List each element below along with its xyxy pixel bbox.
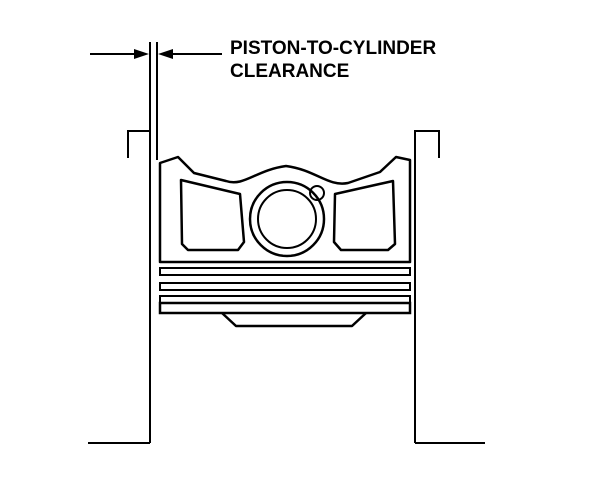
piston-skirt-band xyxy=(158,301,412,315)
cylinder-wall-left xyxy=(88,130,150,444)
piston-ring-second xyxy=(159,282,411,291)
cylinder-wall-right xyxy=(414,130,485,444)
piston xyxy=(158,155,412,328)
piston-rings xyxy=(158,267,412,315)
piston-bottom-boss xyxy=(221,312,367,328)
clearance-extension-lines xyxy=(149,42,158,443)
left-dimension-arrow xyxy=(90,49,149,59)
piston-ring-top xyxy=(159,267,411,276)
pin-clip xyxy=(309,185,325,201)
right-dimension-arrow xyxy=(158,49,222,59)
wrist-pin xyxy=(257,189,317,249)
wrist-pin-boss xyxy=(248,180,326,258)
callout-label-line2: CLEARANCE xyxy=(230,61,349,82)
callout-label-line1: PISTON-TO-CYLINDER xyxy=(230,38,436,59)
